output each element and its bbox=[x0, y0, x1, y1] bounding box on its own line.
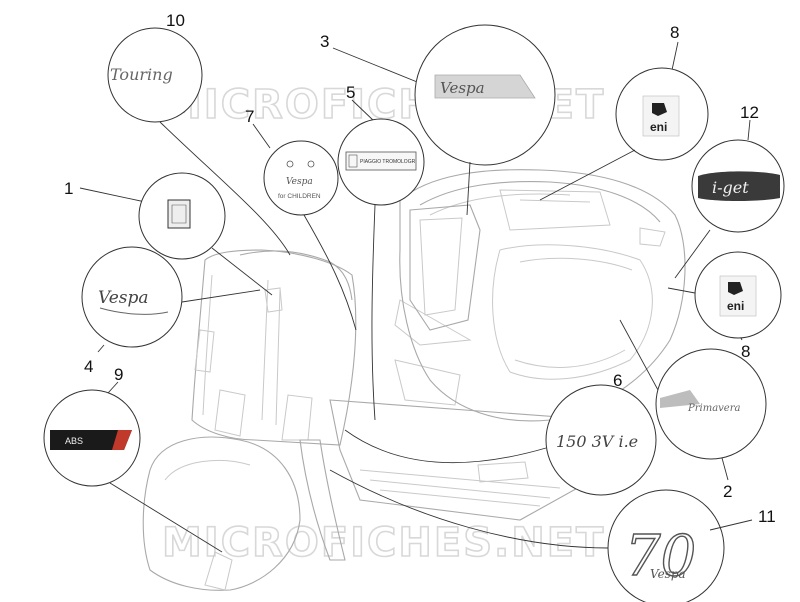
eni-top-badge-bg bbox=[642, 95, 680, 137]
primavera-badge-shape bbox=[660, 390, 700, 408]
piaggio-label-icon bbox=[348, 154, 358, 168]
callout-9-group: ABS 9 bbox=[43, 365, 223, 553]
engine-badge: 150 3V i.e bbox=[556, 432, 638, 451]
square-emblem-badge bbox=[167, 199, 191, 229]
vespa-frame-badge-bg bbox=[434, 74, 536, 99]
callout-1-group: 1 bbox=[64, 172, 273, 296]
iget-badge: i-get bbox=[712, 178, 749, 197]
vespa-frame-badge: Vespa bbox=[440, 79, 485, 97]
callout-10-group: Touring 10 bbox=[107, 11, 291, 256]
seventy-badge: 70 bbox=[625, 524, 696, 589]
scooter-illustration bbox=[142, 169, 686, 591]
piaggio-label-text: PIAGGIO TROMOLOGR bbox=[360, 159, 416, 165]
callout-4-group: Vespa 4 bbox=[81, 246, 261, 376]
callout-2-group: Primavera 2 bbox=[619, 319, 767, 501]
primavera-badge: Primavera bbox=[687, 403, 740, 414]
children-text: for CHILDREN bbox=[278, 193, 321, 200]
callout-5-group: PIAGGIO TROMOLOGR 5 bbox=[337, 83, 425, 421]
callout-7-group: Vespa for CHILDREN 7 bbox=[245, 107, 357, 331]
callout-number-5: 5 bbox=[346, 83, 355, 102]
callout-number-9: 9 bbox=[114, 365, 123, 384]
callout-number-10: 10 bbox=[166, 11, 185, 30]
callout-number-4: 4 bbox=[84, 357, 93, 376]
eni-dog-icon-bottom bbox=[728, 282, 743, 295]
abs-badge-accent bbox=[112, 430, 132, 450]
eni-bottom-badge: eni bbox=[727, 299, 744, 313]
vespa-side-badge: Vespa bbox=[98, 288, 149, 308]
callout-number-11: 11 bbox=[758, 507, 776, 526]
eni-top-badge: eni bbox=[650, 120, 667, 134]
callout-number-8-bottom: 8 bbox=[741, 342, 750, 361]
callout-8a-group: eni 8 bbox=[539, 23, 709, 201]
callout-6-group: 150 3V i.e 6 bbox=[344, 371, 657, 496]
callout-3-group: Vespa 3 bbox=[320, 24, 556, 216]
square-emblem-inner bbox=[171, 204, 187, 224]
touring-badge: Touring bbox=[110, 65, 173, 84]
abs-badge: ABS bbox=[65, 436, 83, 446]
vespa-side-underline bbox=[99, 307, 169, 315]
callout-number-12: 12 bbox=[740, 103, 759, 122]
abs-badge-bg bbox=[50, 430, 132, 450]
seventy-vespa-script: Vespa bbox=[650, 567, 686, 581]
iget-badge-bg bbox=[698, 171, 780, 201]
piaggio-label-plate bbox=[345, 151, 417, 171]
watermark-bottom: MICROFICHES.NET bbox=[162, 520, 605, 566]
child-figure-icon-1 bbox=[286, 160, 294, 168]
callout-8b-group: eni 8 bbox=[667, 251, 782, 361]
children-vespa-script: Vespa bbox=[286, 177, 313, 187]
child-figure-icon-2 bbox=[307, 160, 315, 168]
callout-12-group: i-get 12 bbox=[674, 103, 785, 279]
eni-dog-icon-top bbox=[652, 103, 667, 116]
callout-number-2: 2 bbox=[723, 482, 732, 501]
callout-number-8-top: 8 bbox=[670, 23, 679, 42]
callout-number-3: 3 bbox=[320, 32, 329, 51]
callout-number-1: 1 bbox=[64, 179, 73, 198]
callout-number-6: 6 bbox=[613, 371, 622, 390]
callout-11-group: 70 Vespa 11 bbox=[329, 469, 776, 602]
callout-number-7: 7 bbox=[245, 107, 254, 126]
